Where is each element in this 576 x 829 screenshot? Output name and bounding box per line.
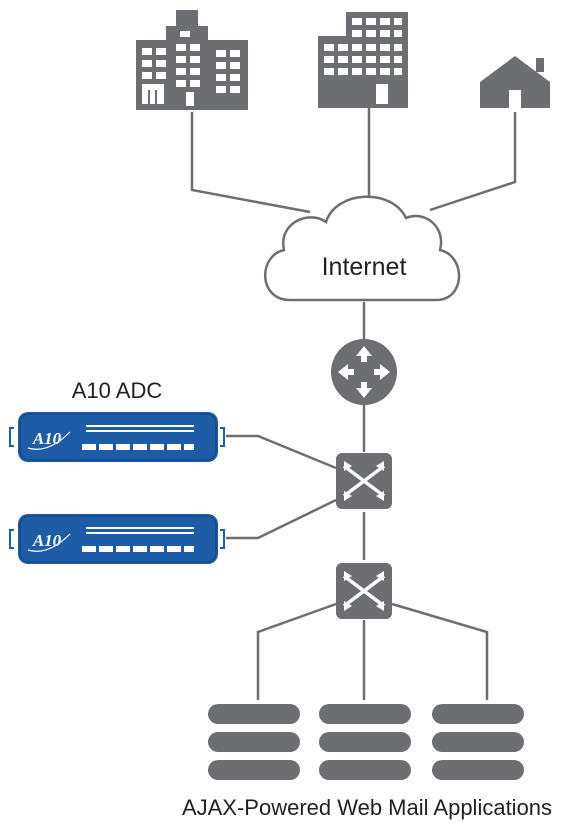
link-adc2-switch1 <box>226 498 337 540</box>
a10-adc-appliance-icon: A10 <box>9 412 225 462</box>
connection-lines <box>190 108 517 700</box>
server-stack-icon <box>208 704 300 780</box>
office-building-icon <box>136 10 248 110</box>
link-adc1-switch1 <box>226 434 337 470</box>
link-switch2-server3 <box>391 602 489 700</box>
router-icon <box>331 339 397 405</box>
server-stack-icon <box>432 704 524 780</box>
cloud-icon: Internet <box>263 195 461 302</box>
servers-caption: AJAX-Powered Web Mail Applications <box>182 795 552 820</box>
link-house-cloud <box>429 112 517 212</box>
house-icon <box>480 56 550 108</box>
server-stack-icon <box>319 704 411 780</box>
internet-label: Internet <box>322 253 407 281</box>
a10-logo: A10 <box>32 531 62 550</box>
link-switch2-server1 <box>256 602 337 700</box>
switch-icon <box>336 453 392 509</box>
a10-logo: A10 <box>32 429 62 448</box>
adc-title: A10 ADC <box>72 378 163 403</box>
switch-icon <box>336 563 392 619</box>
a10-adc-appliance-icon: A10 <box>9 514 225 564</box>
link-building1-cloud <box>190 112 311 214</box>
office-building-icon <box>318 12 408 108</box>
